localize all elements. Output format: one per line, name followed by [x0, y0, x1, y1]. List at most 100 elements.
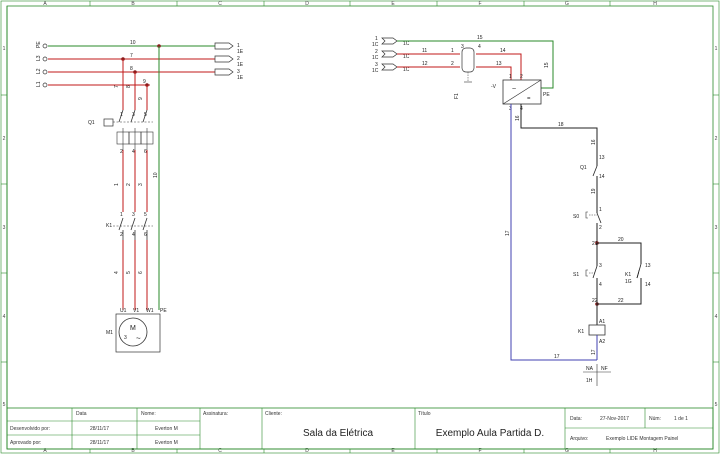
- fuse-pin: 3: [461, 44, 464, 50]
- tb-title-value: Exemplo Aula Partida D.: [436, 428, 544, 439]
- motor-phases: 3: [124, 335, 127, 341]
- tb-header-signature: Assinatura:: [203, 411, 228, 417]
- grid-row-label: 3: [3, 225, 6, 231]
- wire-number: 6: [138, 271, 144, 274]
- wire-number: 16: [591, 139, 597, 145]
- wire-number: 17: [591, 349, 597, 355]
- wire-number: 5: [126, 271, 132, 274]
- wire-number: 3: [138, 183, 144, 186]
- tb-header-name: Nome:: [141, 411, 156, 417]
- title-block: Data Nome: Assinatura: Cliente: Título D…: [6, 407, 714, 450]
- contact-number: 2: [599, 225, 602, 231]
- fuse-tag: F1: [454, 93, 460, 99]
- grid-col-label: D: [305, 448, 309, 454]
- supply-terminal-icon: [42, 69, 48, 75]
- q1-aux-contact: Q1 13 14 19: [580, 155, 605, 210]
- motor-terminal: PE: [160, 308, 167, 314]
- contact-table-header: NA: [586, 366, 594, 372]
- k1-main-contacts: K1 1 3 5 2 4 6: [106, 212, 153, 240]
- grid-col-label: F: [478, 1, 481, 7]
- off-page-connectors: [214, 42, 234, 76]
- contact-number: 4: [132, 232, 135, 238]
- wire-number: 14: [500, 48, 506, 54]
- wire-number: 11: [422, 48, 427, 54]
- coil-pin: A2: [599, 339, 605, 345]
- control-circuit: 1 1C 2 1C 3 1C 1C 1C 1C 15 11 12 13 14 1…: [372, 35, 651, 386]
- motor-terminal: W1: [146, 308, 154, 314]
- connector-ref: 1E: [237, 62, 244, 68]
- motor-terminal: V1: [133, 308, 139, 314]
- grid-col-label: A: [43, 448, 47, 454]
- wire-number: 4: [114, 271, 120, 274]
- phase-control-wire: [476, 53, 522, 80]
- supply-terminal-icon: [42, 43, 48, 49]
- grid-col-label: H: [653, 1, 657, 7]
- motor-m1: M1 M 3 ~ U1 V1 W1 PE: [106, 308, 167, 353]
- input-number: 2: [375, 49, 378, 55]
- wire-number: 12: [422, 61, 428, 67]
- contact-number: 1: [120, 112, 123, 118]
- motor-terminal: U1: [120, 308, 127, 314]
- motor-tag: M1: [106, 330, 113, 336]
- wire-number: 1: [114, 183, 120, 186]
- k1-coil: K1 A1 A2 17: [578, 304, 606, 360]
- s0-stop-button: S0 1 2: [573, 207, 602, 242]
- tb-developed-date: 28/11/17: [90, 426, 109, 432]
- contact-number: 14: [599, 174, 605, 180]
- grid-row-label: 1: [715, 46, 718, 52]
- contact-number: 3: [599, 263, 602, 269]
- grid-col-label: G: [565, 1, 569, 7]
- s0-tag: S0: [573, 214, 579, 220]
- wire-number: 10: [153, 172, 159, 178]
- grid-row-label: 2: [3, 136, 6, 142]
- contact-number: 4: [132, 149, 135, 155]
- coil-tag: K1: [578, 329, 584, 335]
- wire-number: 22: [592, 298, 598, 304]
- supply-label: PE: [36, 41, 42, 48]
- wire-number: 18: [558, 122, 564, 128]
- wire-number: 9: [143, 79, 146, 85]
- tb-header-client: Cliente:: [265, 411, 282, 417]
- psu-pe: PE: [543, 92, 550, 98]
- tb-client-value: Sala da Elétrica: [303, 428, 373, 439]
- tb-approved-date: 28/11/17: [90, 440, 109, 446]
- phase-drop-lines: [122, 59, 148, 310]
- contact-number: 5: [144, 212, 147, 218]
- wire-number: 2: [126, 183, 132, 186]
- grid-col-label: G: [565, 448, 569, 454]
- control-input-connectors: [381, 37, 398, 71]
- grid-row-labels: 1 2 3 4 5 1 2 3 4 5: [3, 46, 718, 408]
- phase-control-wire: [476, 66, 512, 80]
- contact-number: 14: [645, 282, 651, 288]
- input-ref: 1C: [372, 42, 379, 48]
- k1-aux-sub: 1G: [625, 279, 632, 285]
- wire-number: 17: [554, 354, 560, 360]
- tb-date-value: 27-Nov-2017: [600, 416, 629, 422]
- psu-vin: -V: [491, 84, 497, 90]
- neutral-return-wire: [510, 104, 597, 361]
- fuse-icon: [461, 47, 475, 73]
- grid-row-label: 2: [715, 136, 718, 142]
- connector-number: 2: [237, 56, 240, 62]
- grid-col-label: B: [131, 1, 135, 7]
- k1-tag: K1: [106, 223, 112, 229]
- contact-reference-table: NA NF 1H: [583, 364, 611, 386]
- psu-pin: 2: [520, 74, 523, 80]
- grid-col-label: B: [131, 448, 135, 454]
- wire-number: 7: [114, 85, 120, 88]
- tb-num-label: Núm:: [649, 416, 661, 422]
- coil-icon: [588, 324, 606, 336]
- contact-number: 2: [120, 149, 123, 155]
- fuse-pin: 1: [451, 48, 454, 54]
- contact-number: 13: [599, 155, 605, 161]
- grid-col-label: D: [305, 1, 309, 7]
- k1-aux-tag: K1: [625, 272, 631, 278]
- input-ref: 1C: [372, 68, 379, 74]
- wire-number: 15: [477, 35, 483, 41]
- grid-col-label: H: [653, 448, 657, 454]
- wire-number: 16: [515, 115, 521, 121]
- connector-number: 3: [237, 69, 240, 75]
- power-supply-unit: ~ = -V PE 1 2 3 4: [491, 74, 550, 112]
- wire-number: 13: [496, 61, 502, 67]
